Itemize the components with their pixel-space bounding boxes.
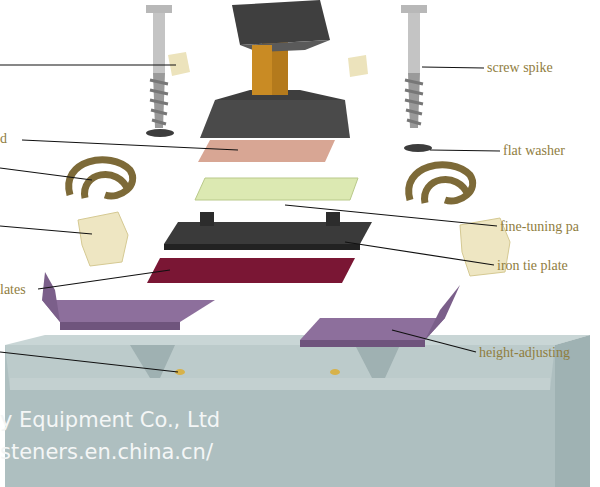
- iron-tie-plate: [164, 212, 372, 250]
- rail: [200, 0, 350, 138]
- part-label: iron tie plate: [497, 258, 568, 274]
- watermark: y Equipment Co., Ltd: [0, 408, 220, 432]
- part-label: flat washer: [503, 143, 565, 159]
- leader-lines: [0, 65, 500, 372]
- flat-washer: [404, 144, 432, 152]
- elastic-clip: [69, 160, 473, 203]
- flat-washer: [146, 129, 174, 137]
- part-label: screw spike: [487, 60, 553, 76]
- rail-pad: [198, 140, 335, 162]
- part-label: height-adjusting: [479, 345, 570, 361]
- insulator: [168, 52, 190, 76]
- rubber-pad: [147, 258, 355, 283]
- height-adjusting-plates: [42, 272, 460, 347]
- watermark: steners.en.china.cn/: [0, 440, 213, 464]
- fine-tuning-pad: [195, 178, 358, 200]
- gauge-block: [78, 212, 128, 266]
- part-label: fine-tuning pa: [500, 219, 579, 235]
- part-label: lates: [0, 282, 26, 298]
- part-label: d: [0, 131, 7, 147]
- insulator: [348, 55, 368, 77]
- screw-spike: [146, 5, 427, 128]
